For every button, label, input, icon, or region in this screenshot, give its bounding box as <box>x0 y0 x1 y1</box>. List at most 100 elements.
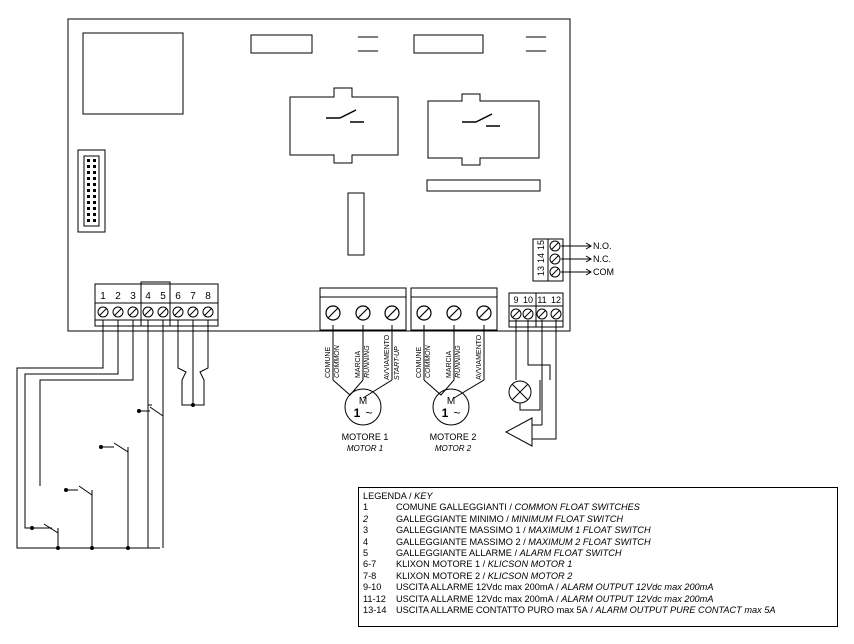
legend-title: LEGENDA / KEY <box>363 491 833 502</box>
legend-it: KLIXON MOTORE 1 <box>396 559 481 570</box>
ribbon-pin <box>93 195 96 198</box>
ribbon-pin <box>93 219 96 222</box>
terminal-num: 9 <box>513 295 518 305</box>
ribbon-pin <box>87 177 90 180</box>
motor2-common-en: COMMON <box>425 344 432 378</box>
motor2-ac: ~ <box>453 406 460 420</box>
terminal-numbers-relay: 13 14 15 <box>536 240 546 276</box>
ribbon-pin <box>87 201 90 204</box>
component-rect <box>347 192 365 256</box>
motor1-screw <box>325 305 341 321</box>
legend-en: KLICSON MOTOR 2 <box>487 570 573 581</box>
legend-key: 6-7 <box>363 559 377 570</box>
alarm-screw <box>522 308 534 320</box>
legend-it: GALLEGGIANTE ALLARME <box>396 548 512 559</box>
ribbon-pin <box>93 201 96 204</box>
relay-1-contact <box>326 109 364 123</box>
motor2-symbol <box>432 388 470 426</box>
motor2-symbol-text: M 1 ~ MOTORE 2 MOTOR 2 <box>430 396 477 453</box>
motor2-label-en: MOTOR 2 <box>435 444 472 453</box>
motor1-terminal-labels: COMUNE COMMON MARCIA RUNNING AVVIAMENTO … <box>325 334 401 380</box>
alarm-output-wiring <box>504 320 557 447</box>
legend-en: MAXIMUM 1 FLOAT SWITCH <box>528 525 651 536</box>
motor1-screw <box>384 305 400 321</box>
terminal-num: 5 <box>160 291 166 302</box>
legend-it: GALLEGGIANTE MINIMO <box>396 513 504 524</box>
float-switch-wiring <box>16 320 209 549</box>
motor1-running-en: RUNNING <box>364 345 371 378</box>
motor1-common-it: COMUNE <box>325 347 332 378</box>
legend-it: GALLEGGIANTE MASSIMO 1 <box>396 525 521 536</box>
motor1-screw <box>355 305 371 321</box>
ribbon-pin <box>93 171 96 174</box>
terminal-num: 2 <box>115 291 121 302</box>
terminal-screw <box>112 306 124 318</box>
motor1-startup-en: START-UP <box>394 346 401 380</box>
terminal-screw <box>142 306 154 318</box>
ribbon-pin <box>87 171 90 174</box>
legend-key: 2 <box>363 513 369 524</box>
legend-it: USCITA ALLARME 12Vdc max 200mA <box>396 593 554 604</box>
motor2-running-it: MARCIA <box>446 350 453 378</box>
relay-2 <box>427 93 540 166</box>
terminal-num: 4 <box>145 291 151 302</box>
terminal-num: 7 <box>190 291 196 302</box>
legend-it: GALLEGGIANTE MASSIMO 2 <box>396 536 521 547</box>
terminal-screw <box>202 306 214 318</box>
terminal-num: 14 <box>536 253 546 263</box>
legend-it: COMUNE GALLEGGIANTI <box>396 502 507 513</box>
ribbon-pin <box>93 207 96 210</box>
relay-1 <box>289 87 399 164</box>
motor1-common-en: COMMON <box>334 344 341 378</box>
ribbon-pin <box>87 165 90 168</box>
ribbon-pins <box>87 159 96 222</box>
float-switch-contacts <box>35 406 164 534</box>
relay-screw <box>549 266 561 278</box>
component-rect <box>250 34 313 54</box>
terminal-num: 15 <box>536 240 546 250</box>
legend-it: KLIXON MOTORE 2 <box>396 570 481 581</box>
relay-2-contact <box>462 113 500 127</box>
motor1-running-it: MARCIA <box>355 350 362 378</box>
ribbon-connector <box>77 149 106 233</box>
motor2-common-it: COMUNE <box>416 347 423 378</box>
ribbon-pin <box>93 189 96 192</box>
control-board <box>67 18 571 332</box>
legend-en: COMMON FLOAT SWITCHES <box>514 502 640 513</box>
motor2-phase: 1 <box>442 406 449 420</box>
motor2-startup-it: AVVIAMENTO <box>476 334 483 380</box>
ribbon-pin <box>87 219 90 222</box>
ribbon-pin <box>87 159 90 162</box>
legend-key: 7-8 <box>363 570 377 581</box>
ribbon-pin <box>87 189 90 192</box>
legend-key: 13-14 <box>363 605 387 616</box>
terminal-num: 1 <box>100 291 106 302</box>
motor1-phase: 1 <box>354 406 361 420</box>
motor2-terminal-labels: COMUNE COMMON MARCIA RUNNING AVVIAMENTO <box>416 334 483 380</box>
terminal-num: 12 <box>551 295 561 305</box>
terminal-numbers-left: 1 2 3 4 5 6 7 8 <box>100 291 211 302</box>
ribbon-pin <box>87 207 90 210</box>
legend-key: 11-12 <box>363 593 386 604</box>
motor2-label-it: MOTORE 2 <box>430 432 477 442</box>
legend-key: 9-10 <box>363 582 382 593</box>
no-label: N.O. <box>593 241 612 251</box>
terminal-num: 11 <box>537 295 546 305</box>
terminal-num: 10 <box>523 295 533 305</box>
motor1-label-en: MOTOR 1 <box>347 444 383 453</box>
terminal-num: 3 <box>130 291 136 302</box>
ribbon-pin <box>87 213 90 216</box>
terminal-numbers-alarm: 9 10 11 12 <box>513 295 561 305</box>
legend-en: ALARM OUTPUT 12Vdc max 200mA <box>561 593 714 604</box>
legend-en: MAXIMUM 2 FLOAT SWITCH <box>528 536 651 547</box>
relay-screw <box>549 240 561 252</box>
legend-title-en: KEY <box>414 491 433 501</box>
legend-key: 5 <box>363 548 369 559</box>
com-label: COM <box>593 267 614 277</box>
